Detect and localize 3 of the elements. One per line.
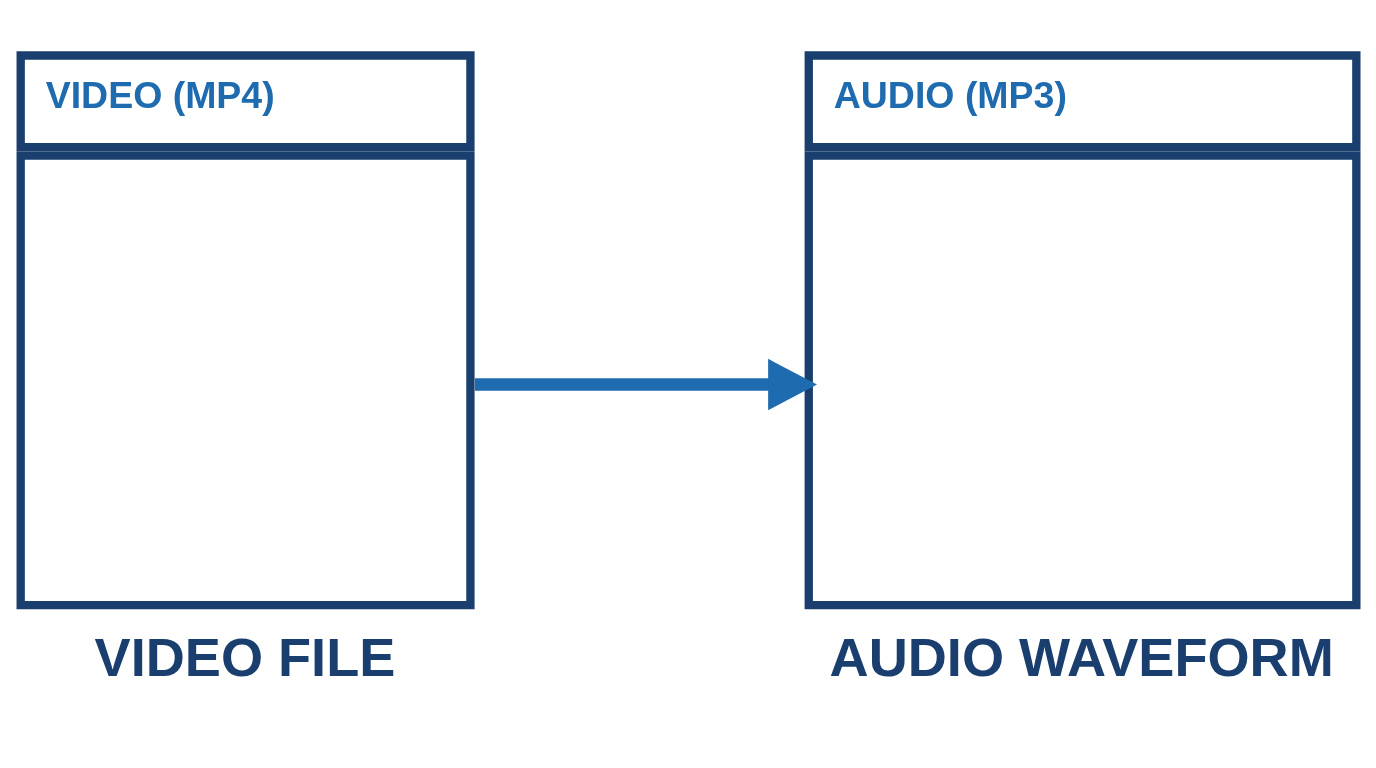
arrow <box>474 358 817 410</box>
node-label: AUDIO WAVEFORM <box>829 626 1334 687</box>
node-label: VIDEO FILE <box>94 626 396 687</box>
